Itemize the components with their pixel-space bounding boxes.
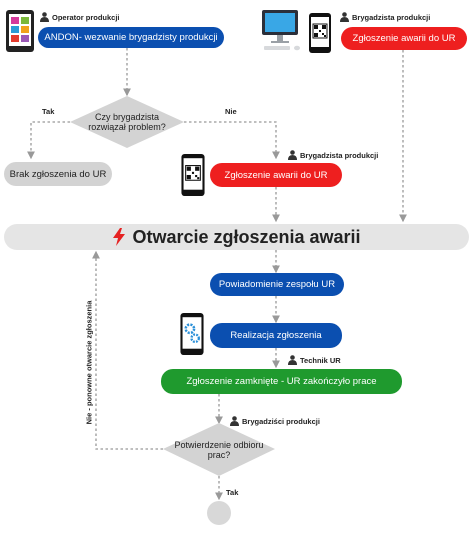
edge-decision-no (184, 121, 280, 160)
notify-node: Powiadomienie zespołu UR (210, 273, 344, 296)
report-top-node: Zgłoszenie awarii do UR (341, 27, 467, 50)
no-report-label: Brak zgłoszenia do UR (9, 168, 107, 180)
decision2-shape (163, 423, 275, 476)
role-foreman-mid: Brygadzista produkcji (288, 150, 378, 160)
role-foremen-bottom: Brygadziści produkcji (230, 416, 320, 426)
open-report-banner: Otwarcie zgłoszenia awarii (4, 224, 469, 250)
role-technician: Technik UR (288, 355, 341, 365)
role-operator: Operator produkcji (40, 12, 120, 22)
person-icon (40, 12, 49, 22)
person-icon (288, 355, 297, 365)
notify-label: Powiadomienie zespołu UR (218, 279, 336, 290)
person-icon (230, 416, 239, 426)
role-operator-label: Operator produkcji (52, 12, 120, 22)
end-node (207, 501, 231, 525)
andon-node: ANDON- wezwanie brygadzisty produkcji (38, 27, 224, 48)
role-foreman-mid-label: Brygadzista produkcji (300, 150, 379, 160)
phone-qr-icon (309, 13, 331, 53)
person-icon (340, 12, 349, 22)
role-foremen-bottom-label: Brygadziści produkcji (242, 416, 320, 426)
report-mid-node: Zgłoszenie awarii do UR (210, 163, 342, 187)
no-report-node: Brak zgłoszenia do UR (4, 162, 112, 186)
decision2-node: Potwierdzenie odbioru prac? (170, 430, 268, 470)
andon-label: ANDON- wezwanie brygadzisty produkcji (44, 32, 218, 43)
decision2-label: Potwierdzenie odbioru prac? (174, 439, 264, 460)
closed-node: Zgłoszenie zamknięte - UR zakończyło pra… (161, 369, 402, 394)
edge-label-yes1: Tak (42, 107, 55, 116)
report-mid-label: Zgłoszenie awarii do UR (224, 169, 328, 181)
edge-decision-yes (27, 121, 70, 160)
lightning-icon (113, 228, 126, 246)
edge-decision2-reopen (92, 250, 163, 450)
tablet-icon (6, 10, 34, 52)
edge-label-no1: Nie (225, 107, 237, 116)
report-top-label: Zgłoszenie awarii do UR (352, 33, 456, 44)
decision1-node: Czy brygadzista rozwiązał problem? (78, 102, 176, 142)
decision1-label: Czy brygadzista rozwiązał problem? (88, 111, 166, 132)
role-technician-label: Technik UR (300, 355, 341, 365)
computer-icon (262, 10, 300, 51)
edge-label-reopen: Nie - ponowne otwarcie zgłoszenia (84, 300, 94, 425)
gear-phone-icon (180, 313, 204, 355)
role-foreman-top-label: Brygadzista produkcji (352, 12, 431, 22)
execute-node: Realizacja zgłoszenia (210, 323, 342, 348)
banner-label: Otwarcie zgłoszenia awarii (132, 226, 361, 247)
role-foreman-top: Brygadzista produkcji (340, 12, 430, 22)
decision1-shape (70, 96, 184, 148)
edge-label-yes2: Tak (226, 488, 239, 497)
phone-qr-icon (181, 154, 205, 196)
closed-label: Zgłoszenie zamknięte - UR zakończyło pra… (186, 376, 377, 387)
execute-label: Realizacja zgłoszenia (230, 330, 322, 341)
person-icon (288, 150, 297, 160)
